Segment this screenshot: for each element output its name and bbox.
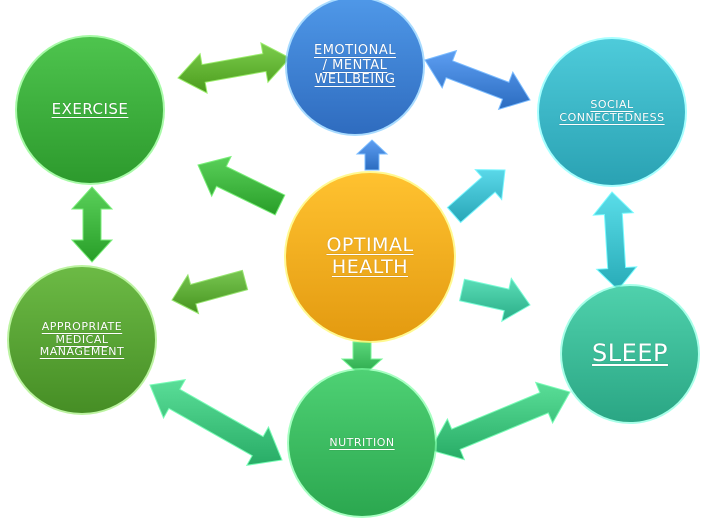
node-circle (562, 286, 698, 422)
node-circle (287, 0, 423, 134)
arrow-optimal-social (446, 169, 506, 224)
node-circle (286, 173, 454, 341)
arrow-optimal-sleep (459, 277, 531, 323)
arrow-optimal-emotional (355, 139, 389, 171)
arrow-medical-nutrition-bidirectional (149, 379, 283, 466)
arrow-social-sleep-bidirectional (592, 191, 638, 291)
arrow-nutrition-sleep-bidirectional (429, 381, 571, 461)
node-social (537, 37, 687, 187)
arrow-emotional-social-bidirectional (424, 49, 531, 111)
node-circle (289, 370, 435, 516)
arrow-optimal-exercise (197, 155, 286, 216)
nodes-layer (7, 0, 700, 518)
node-medical (7, 265, 157, 415)
node-optimal (284, 171, 456, 343)
node-emotional (285, 0, 425, 136)
arrow-optimal-nutrition (340, 341, 384, 378)
arrows-layer (70, 41, 638, 466)
node-exercise (15, 35, 165, 185)
node-circle (9, 267, 155, 413)
node-circle (539, 39, 685, 185)
node-circle (17, 37, 163, 183)
node-sleep (560, 284, 700, 424)
arrow-exercise-medical-bidirectional (70, 186, 114, 263)
arrow-optimal-medical (171, 269, 249, 315)
arrow-exercise-emotional-bidirectional (177, 41, 291, 95)
node-nutrition (287, 368, 437, 518)
